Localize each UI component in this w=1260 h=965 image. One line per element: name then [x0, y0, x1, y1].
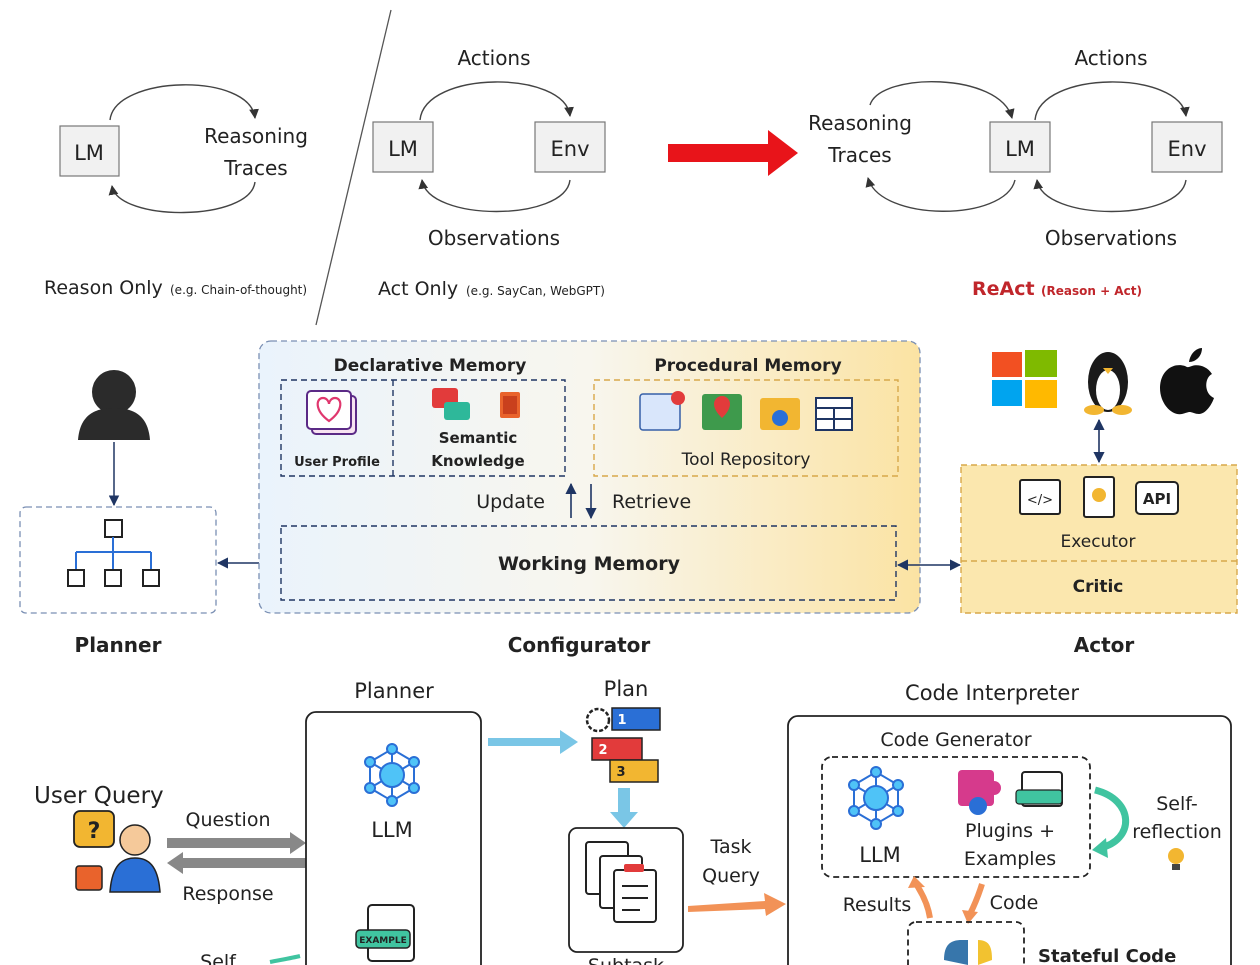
- planner-label: Planner: [75, 633, 162, 657]
- apple-icon: [1160, 348, 1214, 415]
- procedural-memory-label: Procedural Memory: [654, 356, 841, 376]
- semantic-label: Semantic: [439, 429, 518, 447]
- query-label: Query: [702, 865, 760, 887]
- code-label: Code: [990, 892, 1039, 914]
- generator-llm-label: LLM: [859, 843, 901, 867]
- react-actions-label: Actions: [1074, 46, 1147, 70]
- lightbulb-icon: [1168, 848, 1184, 870]
- plan-label: Plan: [604, 677, 649, 701]
- plan-step-2: 2: [598, 743, 607, 758]
- transition-red-arrow: [668, 130, 798, 176]
- planner-llm-section: Planner LLM EXAMPLE: [305, 679, 482, 965]
- reason-only-reasoning-label: Reasoning: [204, 124, 308, 148]
- llm-network-icon: [364, 743, 420, 807]
- planner-llm-label: LLM: [371, 818, 413, 842]
- code-interpreter-section: Code Interpreter Code Generator LLM Plug…: [787, 681, 1232, 965]
- planner-section: Planner: [19, 370, 217, 657]
- plugins-label: Plugins +: [965, 820, 1055, 842]
- example-badge-label: EXAMPLE: [359, 936, 407, 946]
- hierarchy-icon: [67, 519, 160, 587]
- plan-to-subtask-arrow: [610, 788, 638, 828]
- question-label: Question: [186, 809, 271, 831]
- react-traces-label: Traces: [827, 143, 891, 167]
- subtask-to-interpreter-arrow: [688, 893, 786, 916]
- react-caption-example: (Reason + Act): [1041, 284, 1142, 298]
- linux-penguin-icon: [1084, 352, 1132, 415]
- user-query-section: User Query ? Question Response Self: [34, 783, 306, 965]
- act-only-caption: Act Only: [378, 278, 458, 300]
- plan-section: Plan 1 2 3 Subtask: [568, 677, 684, 965]
- self-partial-label: Self: [200, 951, 237, 965]
- response-label: Response: [182, 883, 273, 905]
- self-reflection-line1: Self-: [1156, 793, 1198, 815]
- user-question-icon: ?: [73, 810, 161, 893]
- act-only-observations-label: Observations: [428, 226, 560, 250]
- tool-repository-label: Tool Repository: [681, 450, 811, 470]
- response-arrow: [167, 852, 306, 874]
- act-only-actions-label: Actions: [457, 46, 530, 70]
- executor-tool-icons: </> API: [1019, 476, 1179, 518]
- tool-icons: [639, 391, 853, 431]
- subtask-clipboards-icon: [585, 841, 657, 923]
- task-label: Task: [709, 836, 751, 858]
- user-profile-label: User Profile: [294, 455, 380, 470]
- act-only-caption-example: (e.g. SayCan, WebGPT): [466, 284, 605, 298]
- svg-text:</>: </>: [1027, 493, 1053, 508]
- code-arrow: [967, 883, 985, 916]
- reason-only-caption: Reason Only: [44, 277, 163, 299]
- reason-only-lm-label: LM: [74, 141, 104, 165]
- python-icon: [944, 940, 992, 965]
- working-memory-label: Working Memory: [498, 553, 681, 575]
- panel-divider: [315, 9, 392, 326]
- windows-icon: [992, 350, 1057, 408]
- act-only-lm-label: LM: [388, 137, 418, 161]
- react-caption: ReAct: [972, 278, 1035, 300]
- question-arrow: [167, 832, 306, 854]
- knowledge-label: Knowledge: [431, 452, 524, 470]
- act-only-panel: Actions LM Env Observations Act Only (e.…: [372, 46, 606, 300]
- api-icon-label: API: [1143, 490, 1171, 508]
- configurator-label: Configurator: [508, 633, 651, 657]
- user-profile-icon: [306, 390, 357, 435]
- react-env-label: Env: [1167, 137, 1206, 161]
- self-reflection-line2: reflection: [1132, 821, 1222, 843]
- generator-llm-icon: [848, 766, 904, 830]
- plan-step-3: 3: [616, 765, 625, 780]
- react-panel: Reasoning Traces Actions LM Env Observat…: [808, 46, 1223, 300]
- results-arrow: [913, 882, 933, 919]
- reason-only-traces-label: Traces: [223, 156, 287, 180]
- semantic-knowledge-icon: [432, 388, 520, 420]
- update-label: Update: [476, 491, 545, 513]
- code-interpreter-label: Code Interpreter: [905, 681, 1079, 705]
- code-generator-label: Code Generator: [880, 729, 1031, 751]
- configurator-section: Declarative Memory User Profile Semantic…: [258, 340, 921, 657]
- executor-label: Executor: [1061, 532, 1136, 552]
- svg-text:?: ?: [88, 819, 101, 844]
- subtask-partial-label: Subtask: [588, 955, 664, 965]
- planner-to-plan-arrow: [488, 730, 578, 754]
- stateful-code-label: Stateful Code: [1038, 946, 1176, 965]
- user-query-label: User Query: [34, 783, 164, 809]
- critic-label: Critic: [1073, 577, 1124, 597]
- example-doc-icon: EXAMPLE: [355, 904, 415, 962]
- react-lm-label: LM: [1005, 137, 1035, 161]
- results-label: Results: [843, 894, 912, 916]
- retrieve-label: Retrieve: [612, 491, 691, 513]
- declarative-memory-label: Declarative Memory: [334, 356, 527, 376]
- react-observations-label: Observations: [1045, 226, 1177, 250]
- react-reasoning-label: Reasoning: [808, 111, 912, 135]
- examples-label: Examples: [964, 848, 1056, 870]
- reason-only-panel: LM Reasoning Traces Reason Only (e.g. Ch…: [44, 84, 308, 299]
- act-only-env-label: Env: [550, 137, 589, 161]
- reason-only-caption-example: (e.g. Chain-of-thought): [170, 283, 307, 297]
- ci-planner-label: Planner: [354, 679, 434, 703]
- plan-step-1: 1: [617, 713, 626, 728]
- actor-section: </> API Executor Critic Actor: [960, 348, 1238, 657]
- user-silhouette-icon: [78, 370, 150, 440]
- plugins-examples-icon: [958, 770, 1063, 815]
- self-reflection-arrow: [1093, 786, 1130, 852]
- plan-steps-icon: 1 2 3: [585, 707, 661, 783]
- actor-label: Actor: [1074, 633, 1135, 657]
